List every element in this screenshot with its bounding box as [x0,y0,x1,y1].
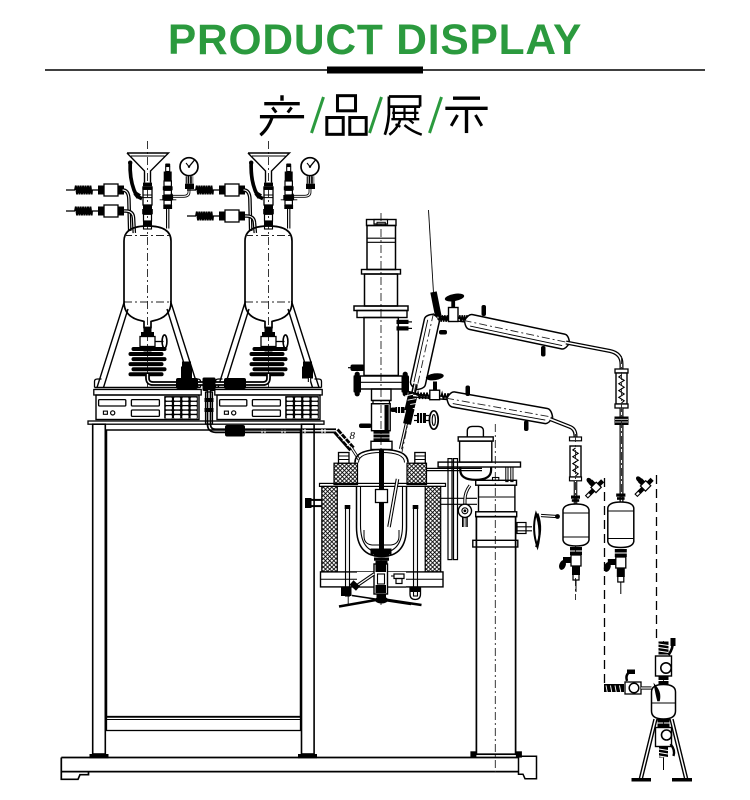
svg-text:8: 8 [350,430,356,442]
svg-text:PRODUCT DISPLAY: PRODUCT DISPLAY [168,17,582,64]
